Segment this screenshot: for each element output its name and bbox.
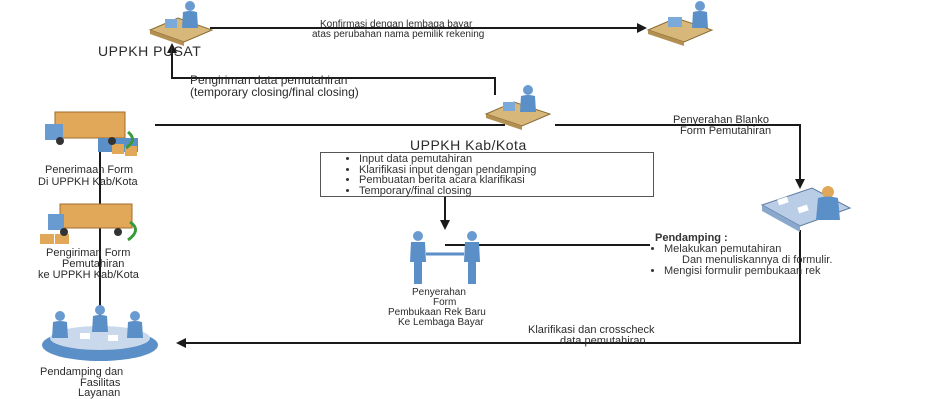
kab-task-item: Pembuatan berita acara klarifikasi — [359, 175, 653, 186]
pendamping-title: Pendamping : — [655, 232, 728, 244]
pendamping-item: Mengisi formulir pembukaan rek — [664, 266, 832, 277]
truck-penerimaan-icon — [45, 111, 138, 156]
arrow-pengiriman-data — [167, 43, 496, 95]
pengiriman-form-label-line1: Pengiriman Form — [46, 247, 131, 259]
meeting-table-icon — [42, 305, 158, 361]
penyerahan-form-label-line1: Penyerahan — [412, 287, 466, 298]
konfirmasi-label-line2: atas perubahan nama pemilik rekening — [312, 29, 485, 40]
kab-task-item: Klarifikasi input dengan pendamping — [359, 164, 653, 176]
truck-pengiriman-icon — [40, 203, 137, 244]
penyerahan-form-label-line2: Form — [433, 297, 457, 308]
pendamping-fasilitas-label-line1: Pendamping dan — [40, 366, 124, 378]
klarifikasi-label-line1: Klarifikasi dan crosscheck — [528, 324, 655, 336]
pendamping-list: Pendamping : Melakukan pemutahiran Dan m… — [650, 233, 832, 277]
pendamping-fasilitas-label-line2: Fasilitas — [80, 377, 121, 389]
penyerahan-form-label-line3: Pembukaan Rek Baru — [388, 307, 486, 318]
pengiriman-data-label-line1: Pengiriman data pemutahiran — [190, 73, 348, 87]
uppkh-pusat-label: UPPKH PUSAT — [98, 43, 202, 59]
arrow-penyerahan-blanko — [555, 124, 805, 189]
arrow-klarifikasi — [176, 230, 801, 348]
pendamping-item: Dan menuliskannya di formulir. — [682, 254, 833, 266]
penyerahan-blanko-label-line2: Form Pemutahiran — [680, 125, 772, 137]
kab-kota-task-box: Input data pemutahiran Klarifikasi input… — [320, 152, 654, 197]
klarifikasi-label-line2: data pemutahiran — [560, 335, 646, 347]
lembaga-bayar-desk-icon — [646, 1, 714, 46]
kab-task-item: Temporary/final closing — [359, 185, 653, 197]
connectors — [99, 23, 805, 348]
pengiriman-data-label-line2: (temporary closing/final closing) — [190, 85, 359, 99]
penerimaan-form-label-line1: Penerimaan Form — [45, 164, 134, 176]
kab-kota-task-list: Input data pemutahiran Klarifikasi input… — [345, 154, 653, 196]
penyerahan-blanko-label-line1: Penyerahan Blanko — [673, 114, 770, 126]
kab-kota-desk-icon — [484, 85, 552, 130]
pengiriman-form-label-line3: ke UPPKH Kab/Kota — [38, 269, 139, 281]
penerimaan-form-label-line2: Di UPPKH Kab/Kota — [38, 176, 138, 188]
handshake-icon — [410, 231, 480, 284]
pendamping-item: Melakukan pemutahiran — [664, 244, 832, 255]
pendamping-fasilitas-label-line3: Layanan — [78, 387, 121, 399]
uppkh-kab-kota-label: UPPKH Kab/Kota — [410, 137, 527, 153]
pengiriman-form-label-line2: Pemutahiran — [62, 258, 125, 270]
pusat-desk-icon — [148, 1, 214, 46]
penyerahan-form-label-line4: Ke Lembaga Bayar — [398, 317, 484, 328]
konfirmasi-label-line1: Konfirmasi dengan lembaga bayar — [320, 19, 473, 30]
pendamping-desk-icon — [760, 186, 852, 232]
kab-task-item: Input data pemutahiran — [359, 154, 653, 165]
